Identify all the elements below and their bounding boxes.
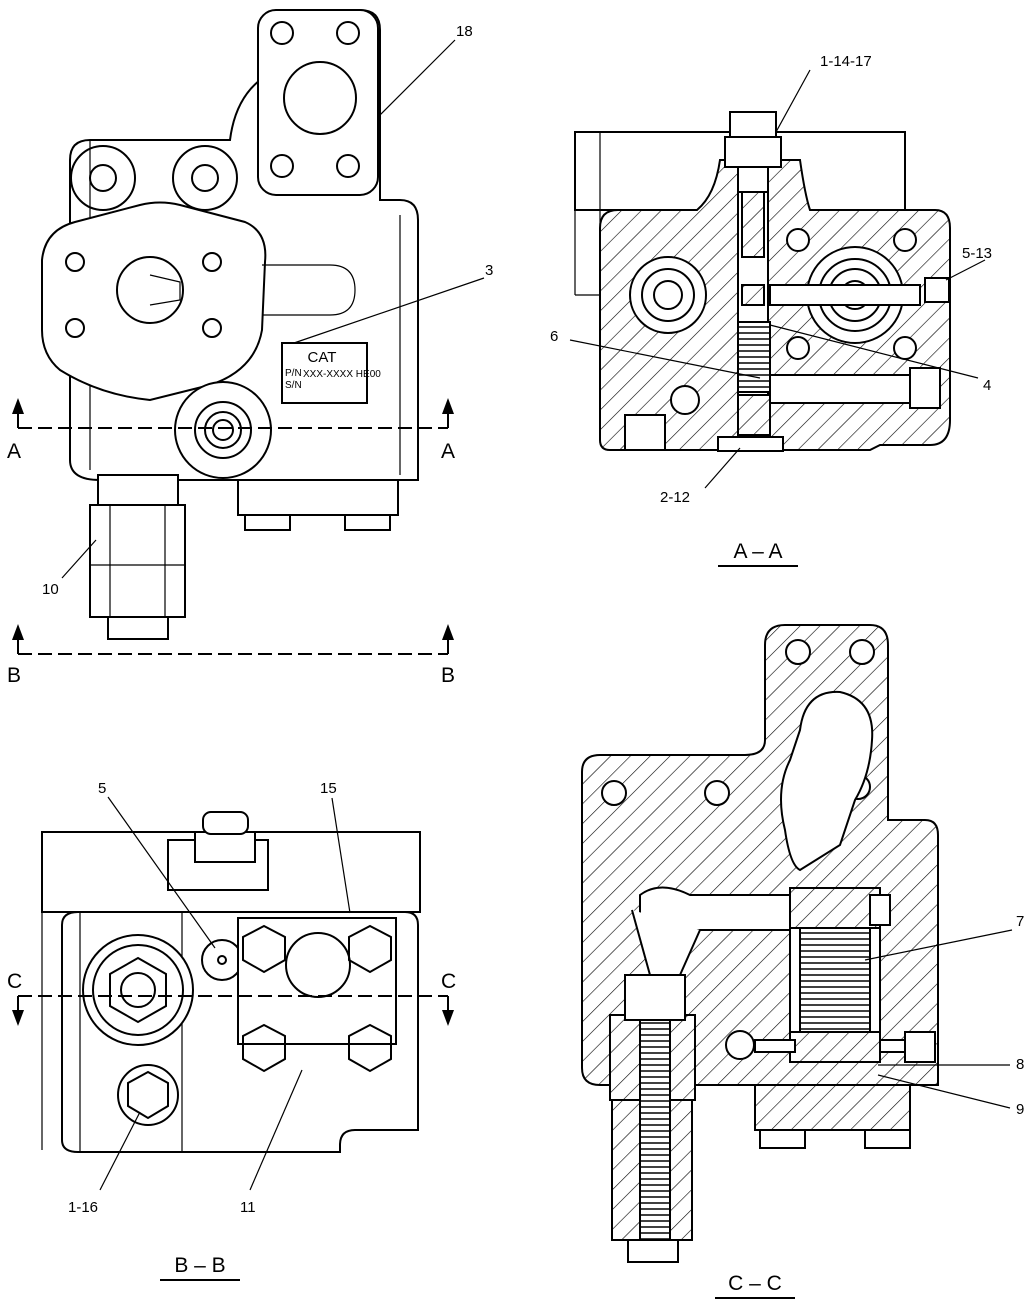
callout-9: 9 <box>1016 1101 1024 1118</box>
plate-sn-label: S/N <box>285 380 302 391</box>
section-mark-c-right: C <box>441 970 456 993</box>
relief-cartridge <box>89 504 186 618</box>
callout-2-12: 2-12 <box>660 489 690 506</box>
mounting-bracket <box>257 9 379 196</box>
callout-1-14-17: 1-14-17 <box>820 53 872 70</box>
section-cc-view <box>581 624 939 1263</box>
top-view: CAT P/N S/N XXX-XXXX HE00 <box>41 9 419 640</box>
callout-7: 7 <box>1016 913 1024 930</box>
callout-18: 18 <box>456 23 473 40</box>
plate-pn-value: XXX-XXXX HE00 <box>303 369 381 380</box>
section-mark-a-left: A <box>7 440 21 463</box>
section-line-cc: C C <box>7 970 456 1026</box>
section-aa-callouts: 1-14-17 5-13 6 4 2-12 <box>550 53 992 506</box>
callout-11: 11 <box>240 1199 256 1216</box>
section-bb-view <box>41 811 421 1153</box>
section-bb-callouts: 5 15 1-16 11 <box>68 780 351 1216</box>
section-mark-a-right: A <box>441 440 455 463</box>
callout-4: 4 <box>983 377 991 394</box>
title-section-cc: C – C <box>728 1272 782 1295</box>
title-section-bb: B – B <box>174 1254 225 1277</box>
section-mark-c-left: C <box>7 970 22 993</box>
top-view-callouts: 18 3 10 <box>42 23 493 598</box>
section-cc-callouts: 7 8 9 <box>864 913 1024 1118</box>
name-plate <box>281 342 368 404</box>
callout-5-13: 5-13 <box>962 245 992 262</box>
callout-3: 3 <box>485 262 493 279</box>
callout-1-16: 1-16 <box>68 1199 98 1216</box>
section-line-aa: A A <box>7 398 455 463</box>
callout-6: 6 <box>550 328 558 345</box>
cc-spring <box>799 927 871 1034</box>
plate-pn-label: P/N <box>285 368 302 379</box>
section-aa-view <box>574 111 951 452</box>
section-bb-title: B – B <box>160 1254 240 1281</box>
section-aa-title: A – A <box>718 540 798 567</box>
section-line-bb: B B <box>7 624 455 687</box>
section-mark-b-right: B <box>441 664 455 687</box>
aa-spring <box>737 321 771 393</box>
callout-5: 5 <box>98 780 106 797</box>
plate-brand: CAT <box>308 349 337 366</box>
port-flange <box>41 201 267 402</box>
section-mark-b-left: B <box>7 664 21 687</box>
section-cc-title: C – C <box>715 1272 795 1299</box>
callout-8: 8 <box>1016 1056 1024 1073</box>
callout-15: 15 <box>320 780 337 797</box>
title-section-aa: A – A <box>733 540 782 563</box>
flange-plate <box>237 917 397 1045</box>
callout-10: 10 <box>42 581 59 598</box>
